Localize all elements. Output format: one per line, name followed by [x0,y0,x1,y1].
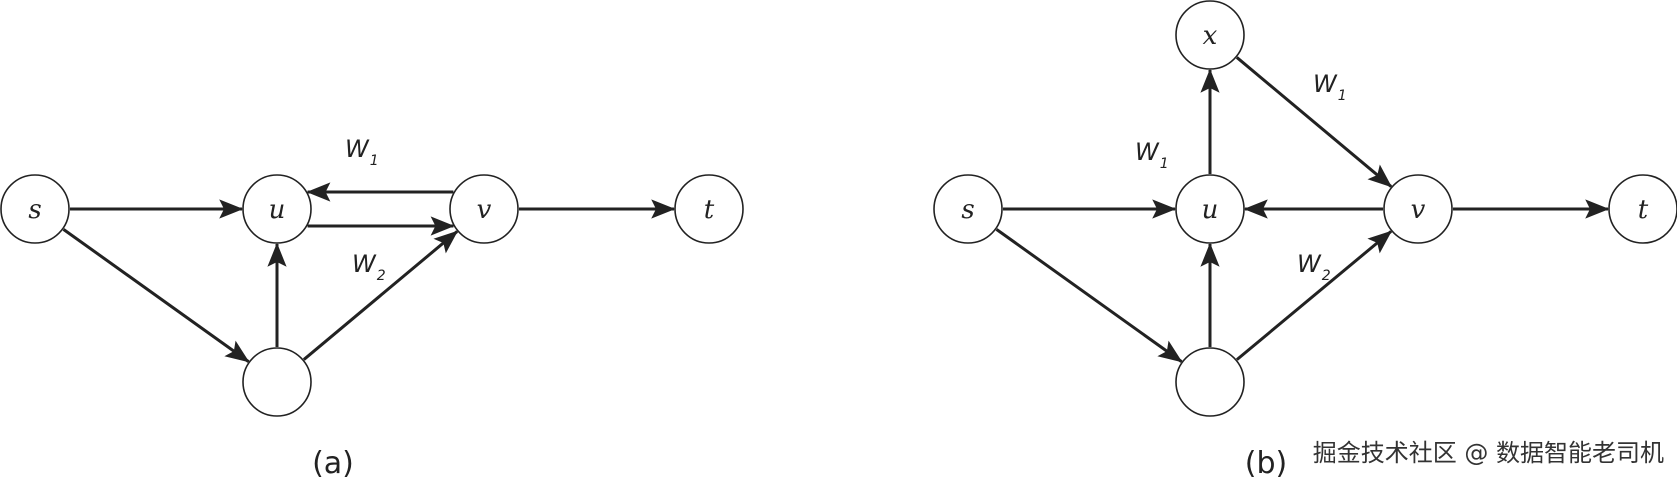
node-label: t [704,195,715,225]
node-circle [0,174,70,244]
weight-subscript: 2 [1322,268,1331,284]
node-circle [674,174,744,244]
panel-b-caption: (b) [1245,446,1287,481]
weight-subscript: 1 [1338,88,1347,104]
weight-base: W [1297,250,1322,278]
node-unlabeled [242,347,312,417]
edge-s-to-w [62,228,250,363]
edge-s-to-w [995,228,1183,363]
node-u: u [242,174,312,244]
weight-base: W [1135,138,1160,166]
watermark-text: 掘金技术社区 @ 数据智能老司机 [1313,439,1664,467]
weight-label: W2 [352,250,386,284]
weight-label: W2 [1297,250,1331,284]
weight-base: W [345,135,370,163]
node-v: v [1383,174,1453,244]
panel-a-caption: (a) [312,446,354,481]
weight-base: W [1313,70,1338,98]
node-label: u [269,195,286,225]
node-label: v [477,195,492,225]
node-circle [1175,0,1245,70]
node-u: u [1175,174,1245,244]
node-label: x [1203,21,1218,51]
edge-w-to-v [1235,230,1393,361]
node-t: t [1608,174,1677,244]
node-label: s [961,195,974,225]
node-circle [1175,174,1245,244]
node-x: x [1175,0,1245,70]
node-circle [1608,174,1677,244]
edge-w-to-v [302,230,459,361]
weight-label: W1 [345,135,379,169]
node-circle [933,174,1003,244]
node-label: v [1411,195,1426,225]
weight-subscript: 2 [377,268,386,284]
node-label: t [1638,195,1649,225]
node-unlabeled [1175,347,1245,417]
weight-subscript: 1 [370,153,379,169]
weight-label: W1 [1313,70,1347,104]
node-label: u [1202,195,1219,225]
node-circle [1175,347,1245,417]
panel-a-edges [62,182,676,363]
node-circle [242,174,312,244]
edge-x-to-v [1235,56,1393,188]
node-t: t [674,174,744,244]
weight-base: W [352,250,377,278]
node-circle [449,174,519,244]
weight-label: W1 [1135,138,1169,172]
panel-b-edges [995,56,1610,363]
node-s: s [933,174,1003,244]
node-circle [1383,174,1453,244]
panel-b-nodes: s u v t x [933,0,1677,417]
node-circle [242,347,312,417]
node-v: v [449,174,519,244]
weight-subscript: 1 [1160,156,1169,172]
node-label: s [28,195,41,225]
node-s: s [0,174,70,244]
